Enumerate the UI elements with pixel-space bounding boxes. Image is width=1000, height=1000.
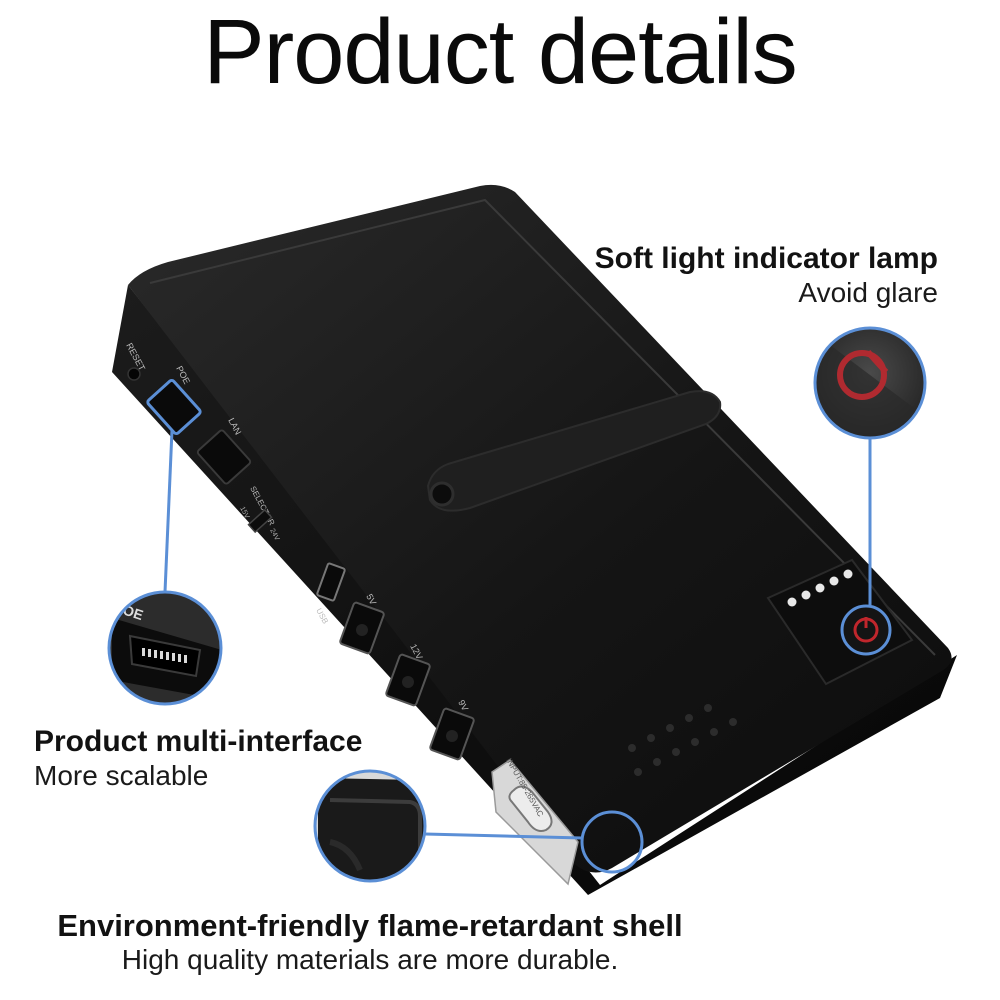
- callout-heading: Product multi-interface: [34, 725, 363, 758]
- port-label: USB: [314, 607, 330, 626]
- callout-heading: Environment-friendly flame-retardant she…: [57, 908, 683, 943]
- reset-hole: [127, 367, 141, 381]
- callout-subtext: Avoid glare: [798, 276, 938, 308]
- corner-highlight: [580, 810, 644, 874]
- handle-screw: [429, 481, 455, 507]
- callout-heading: Soft light indicator lamp: [594, 242, 938, 275]
- dc-port-9v: [429, 707, 475, 761]
- battery-led: [815, 583, 825, 593]
- vent-holes: [628, 704, 737, 776]
- callout-subtext: More scalable: [34, 759, 209, 791]
- battery-led: [843, 569, 853, 579]
- battery-led: [801, 590, 811, 600]
- port-label: 5V: [364, 592, 378, 606]
- usb-port: [316, 562, 346, 602]
- battery-led: [829, 576, 839, 586]
- zoom-poe-port: OE: [107, 590, 223, 706]
- dc-port-12v: [385, 653, 431, 707]
- callout-connectors: [163, 429, 872, 840]
- poe-port: [146, 379, 202, 435]
- callout-multi-interface: Product multi-interface More scalable: [34, 725, 362, 792]
- callout-shell: Environment-friendly flame-retardant she…: [0, 908, 740, 976]
- dc-port-5v: [339, 601, 385, 655]
- battery-leds: [787, 569, 853, 607]
- selector-switch: [247, 508, 273, 534]
- zoom-indicator-lamp: [813, 326, 927, 440]
- handle-strip: [426, 390, 722, 512]
- callout-indicator-lamp: Soft light indicator lamp Avoid glare: [595, 242, 938, 309]
- lan-port: [196, 429, 252, 485]
- zoom-shell-corner: [313, 769, 427, 883]
- device-top-surface: [128, 184, 952, 873]
- page-title: Product details: [203, 1, 798, 103]
- battery-led: [787, 597, 797, 607]
- power-button: [840, 604, 892, 656]
- callout-subtext: High quality materials are more durable.: [121, 943, 619, 975]
- port-label: 9V: [456, 698, 470, 712]
- ac-socket-outline: [508, 785, 553, 832]
